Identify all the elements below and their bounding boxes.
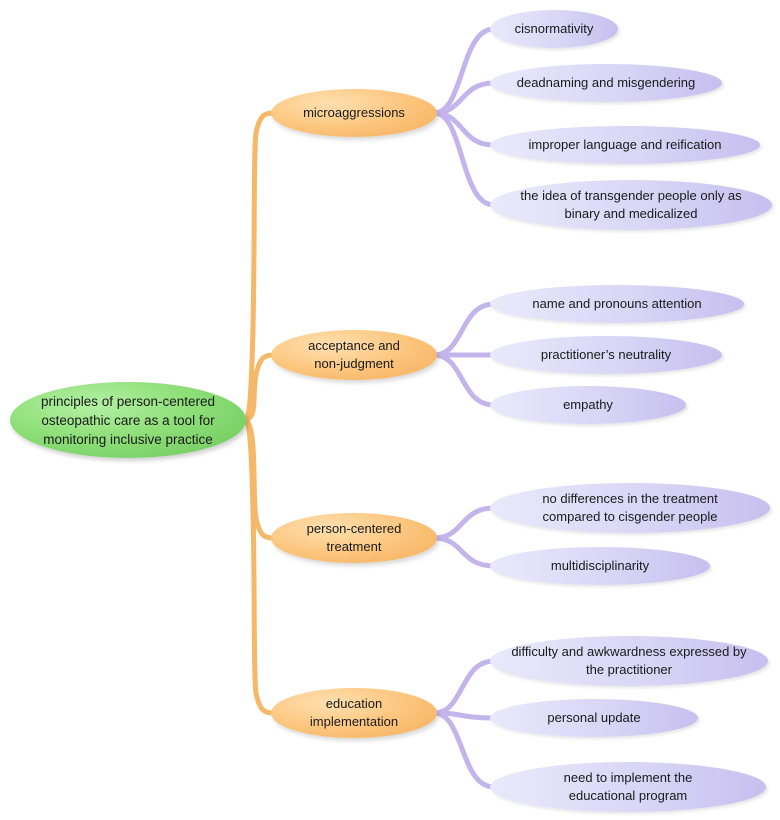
- leaf-connector: [431, 26, 497, 116]
- category-education-implementation[interactable]: education implementation: [271, 688, 437, 738]
- leaf-multidisciplinarity[interactable]: multidisciplinarity: [490, 547, 710, 585]
- leaf-personal-update[interactable]: personal update: [490, 699, 698, 737]
- leaf-improper-language-and-reification[interactable]: improper language and reification: [490, 126, 760, 164]
- category-microaggressions[interactable]: microaggressions: [271, 89, 437, 137]
- leaf-deadnaming-and-misgendering[interactable]: deadnaming and misgendering: [490, 64, 722, 102]
- category-connector: [241, 352, 279, 423]
- category-connector: [241, 417, 279, 716]
- root-topic[interactable]: principles of person-centered osteopathi…: [10, 382, 246, 458]
- leaf-no-differences-in-treatment[interactable]: no differences in the treatment compared…: [490, 483, 770, 533]
- leaf-connector: [431, 710, 497, 790]
- category-acceptance-and-non-judgment[interactable]: acceptance and non-judgment: [271, 330, 437, 380]
- leaf-empathy[interactable]: empathy: [490, 386, 686, 424]
- category-person-centered-treatment[interactable]: person-centered treatment: [271, 513, 437, 563]
- leaf-connector: [431, 658, 497, 716]
- leaf-name-and-pronouns-attention[interactable]: name and pronouns attention: [490, 285, 744, 323]
- leaf-connector: [431, 301, 497, 358]
- leaf-connector: [431, 110, 497, 208]
- leaf-practitioners-neutrality[interactable]: practitioner’s neutrality: [490, 336, 722, 374]
- leaf-connector: [431, 505, 497, 541]
- leaf-need-to-implement-educational-program[interactable]: need to implement the educational progra…: [490, 762, 766, 812]
- leaf-connector: [431, 352, 497, 408]
- category-connector: [241, 110, 279, 423]
- leaf-transgender-binary-medicalized[interactable]: the idea of transgender people only as b…: [490, 180, 772, 230]
- leaf-connector: [431, 535, 497, 569]
- leaf-difficulty-and-awkwardness[interactable]: difficulty and awkwardness expressed by …: [490, 636, 768, 686]
- leaf-cisnormativity[interactable]: cisnormativity: [490, 10, 618, 48]
